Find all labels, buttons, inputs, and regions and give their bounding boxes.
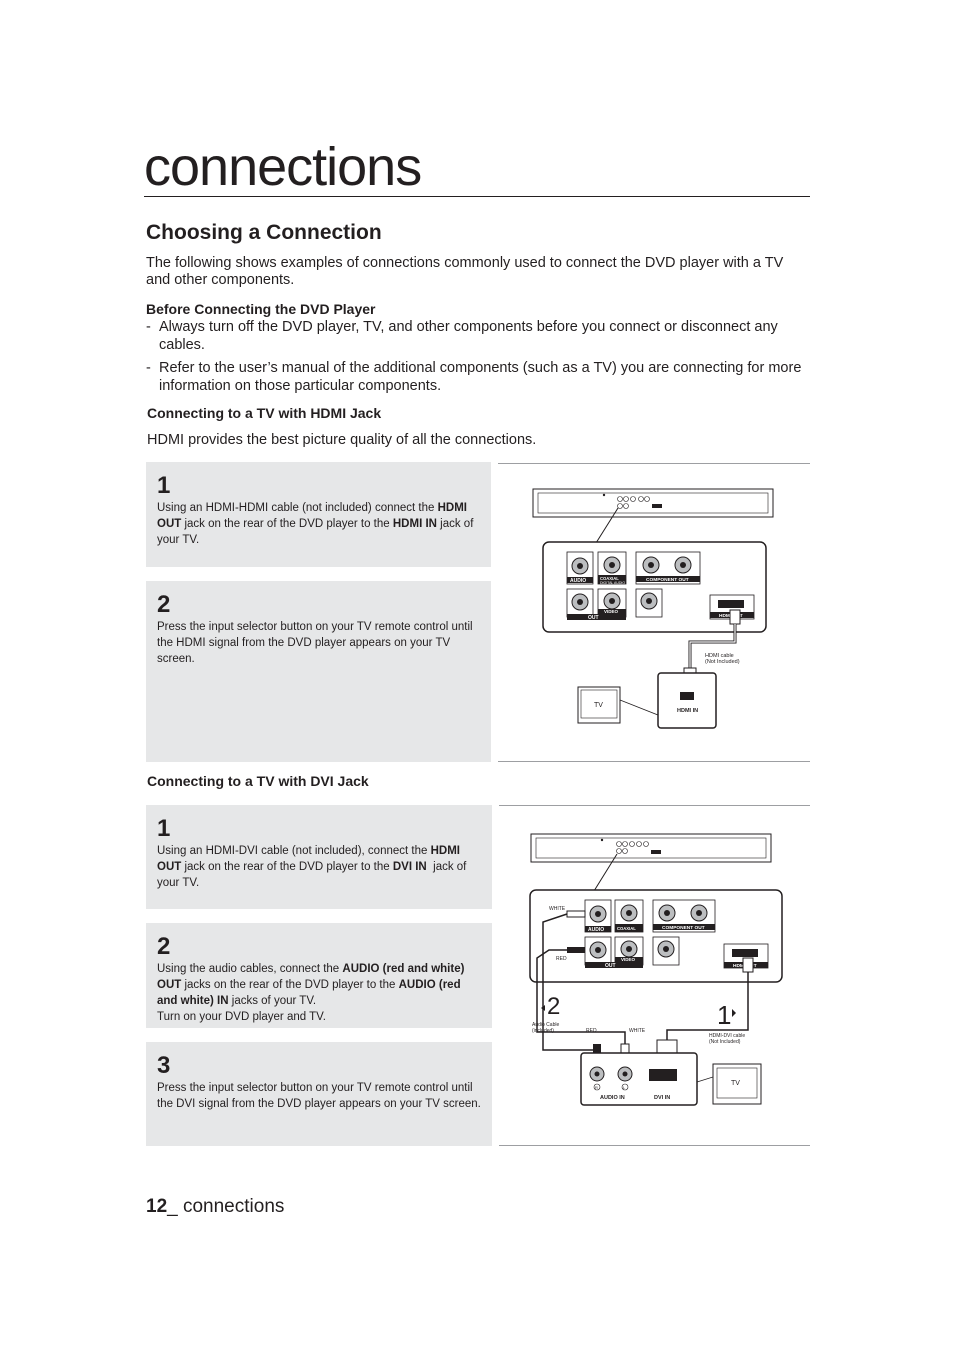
step-text: Press the input selector button on your … (157, 621, 473, 665)
dvi-step-2: 2 Using the audio cables, connect the AU… (146, 923, 492, 1028)
dvi-connection-diagram: WHITE RED AUDIO COAXIAL VIDEO OUT COMPON… (529, 833, 783, 1106)
step-text: Using an HDMI-HDMI cable (not included) … (157, 502, 474, 546)
svg-text:OUT: OUT (605, 963, 616, 969)
svg-text:DVI IN: DVI IN (654, 1095, 670, 1101)
svg-text:COMPONENT OUT: COMPONENT OUT (646, 577, 689, 583)
svg-text:AUDIO: AUDIO (588, 927, 604, 933)
step-text: Using the audio cables, connect the AUDI… (157, 963, 465, 1023)
svg-text:DIGITAL AUDIO: DIGITAL AUDIO (600, 581, 625, 585)
tv-panel-zoom (657, 672, 717, 729)
svg-text:WHITE: WHITE (629, 1028, 646, 1034)
dvi-step-1: 1 Using an HDMI-DVI cable (not included)… (146, 805, 492, 909)
svg-text:HDMI-DVI cable: HDMI-DVI cable (709, 1033, 745, 1039)
svg-text:VIDEO: VIDEO (604, 609, 619, 614)
before-connecting-list: Always turn off the DVD player, TV, and … (146, 318, 806, 400)
svg-text:OUT: OUT (588, 615, 599, 621)
page-number: 12 (146, 1196, 168, 1217)
dvi-step-3: 3 Press the input selector button on you… (146, 1042, 492, 1146)
svg-text:Audio Cable: Audio Cable (532, 1022, 559, 1028)
svg-text:HDMI IN: HDMI IN (677, 708, 698, 714)
step-number: 1 (157, 472, 171, 499)
svg-text:TV: TV (731, 1080, 740, 1087)
bullet-item: Refer to the user’s manual of the additi… (146, 359, 806, 395)
step-number: 1 (157, 815, 171, 842)
hdmi-connection-diagram: AUDIO COAXIAL DIGITAL AUDIO VIDEO OUT CO… (532, 488, 774, 729)
svg-text:RED: RED (586, 1028, 597, 1034)
hdmi-cable-label: HDMI cable (705, 653, 734, 659)
svg-text:COMPONENT OUT: COMPONENT OUT (662, 925, 705, 931)
divider (498, 761, 810, 762)
step-number: 3 (157, 1052, 171, 1079)
intro-paragraph: The following shows examples of connecti… (146, 255, 784, 288)
step-marker-2: 2 (547, 993, 560, 1020)
svg-text:(Not Included): (Not Included) (705, 659, 740, 665)
divider (498, 463, 810, 464)
svg-text:TV: TV (594, 702, 603, 709)
svg-text:(Not Included): (Not Included) (709, 1039, 741, 1045)
svg-text:R: R (595, 1085, 598, 1090)
dvd-player (532, 488, 774, 518)
audio-label: AUDIO (570, 578, 586, 584)
divider (499, 1145, 810, 1146)
step-number: 2 (157, 933, 171, 960)
svg-text:(included): (included) (532, 1028, 554, 1034)
hdmi-heading: Connecting to a TV with HDMI Jack (147, 405, 382, 421)
dvi-heading: Connecting to a TV with DVI Jack (147, 773, 369, 789)
bullet-item: Always turn off the DVD player, TV, and … (146, 318, 806, 354)
svg-text:WHITE: WHITE (549, 906, 566, 912)
step-number: 2 (157, 591, 171, 618)
svg-text:L: L (623, 1085, 626, 1090)
hdmi-step-2: 2 Press the input selector button on you… (146, 581, 491, 762)
step-text: Press the input selector button on your … (157, 1082, 481, 1110)
section-title: Choosing a Connection (146, 221, 382, 244)
step-text: Using an HDMI-DVI cable (not included), … (157, 845, 467, 889)
page-footer: 12_ connections (146, 1196, 284, 1218)
tv-panel-zoom (580, 1052, 698, 1106)
title-rule (144, 196, 810, 197)
svg-text:AUDIO IN: AUDIO IN (600, 1095, 625, 1101)
divider (499, 805, 810, 806)
hdmi-step-1: 1 Using an HDMI-HDMI cable (not included… (146, 462, 491, 567)
before-connecting-heading: Before Connecting the DVD Player (146, 301, 376, 317)
chapter-title: connections (144, 137, 422, 197)
svg-text:VIDEO: VIDEO (621, 957, 636, 962)
svg-text:COAXIAL: COAXIAL (617, 926, 636, 931)
hdmi-description: HDMI provides the best picture quality o… (147, 432, 537, 448)
step-marker-1: 1 (717, 1000, 731, 1030)
svg-text:RED: RED (556, 956, 567, 962)
svg-text:COAXIAL: COAXIAL (600, 576, 619, 581)
dvd-player (530, 833, 772, 863)
page-label: _ connections (167, 1196, 285, 1217)
